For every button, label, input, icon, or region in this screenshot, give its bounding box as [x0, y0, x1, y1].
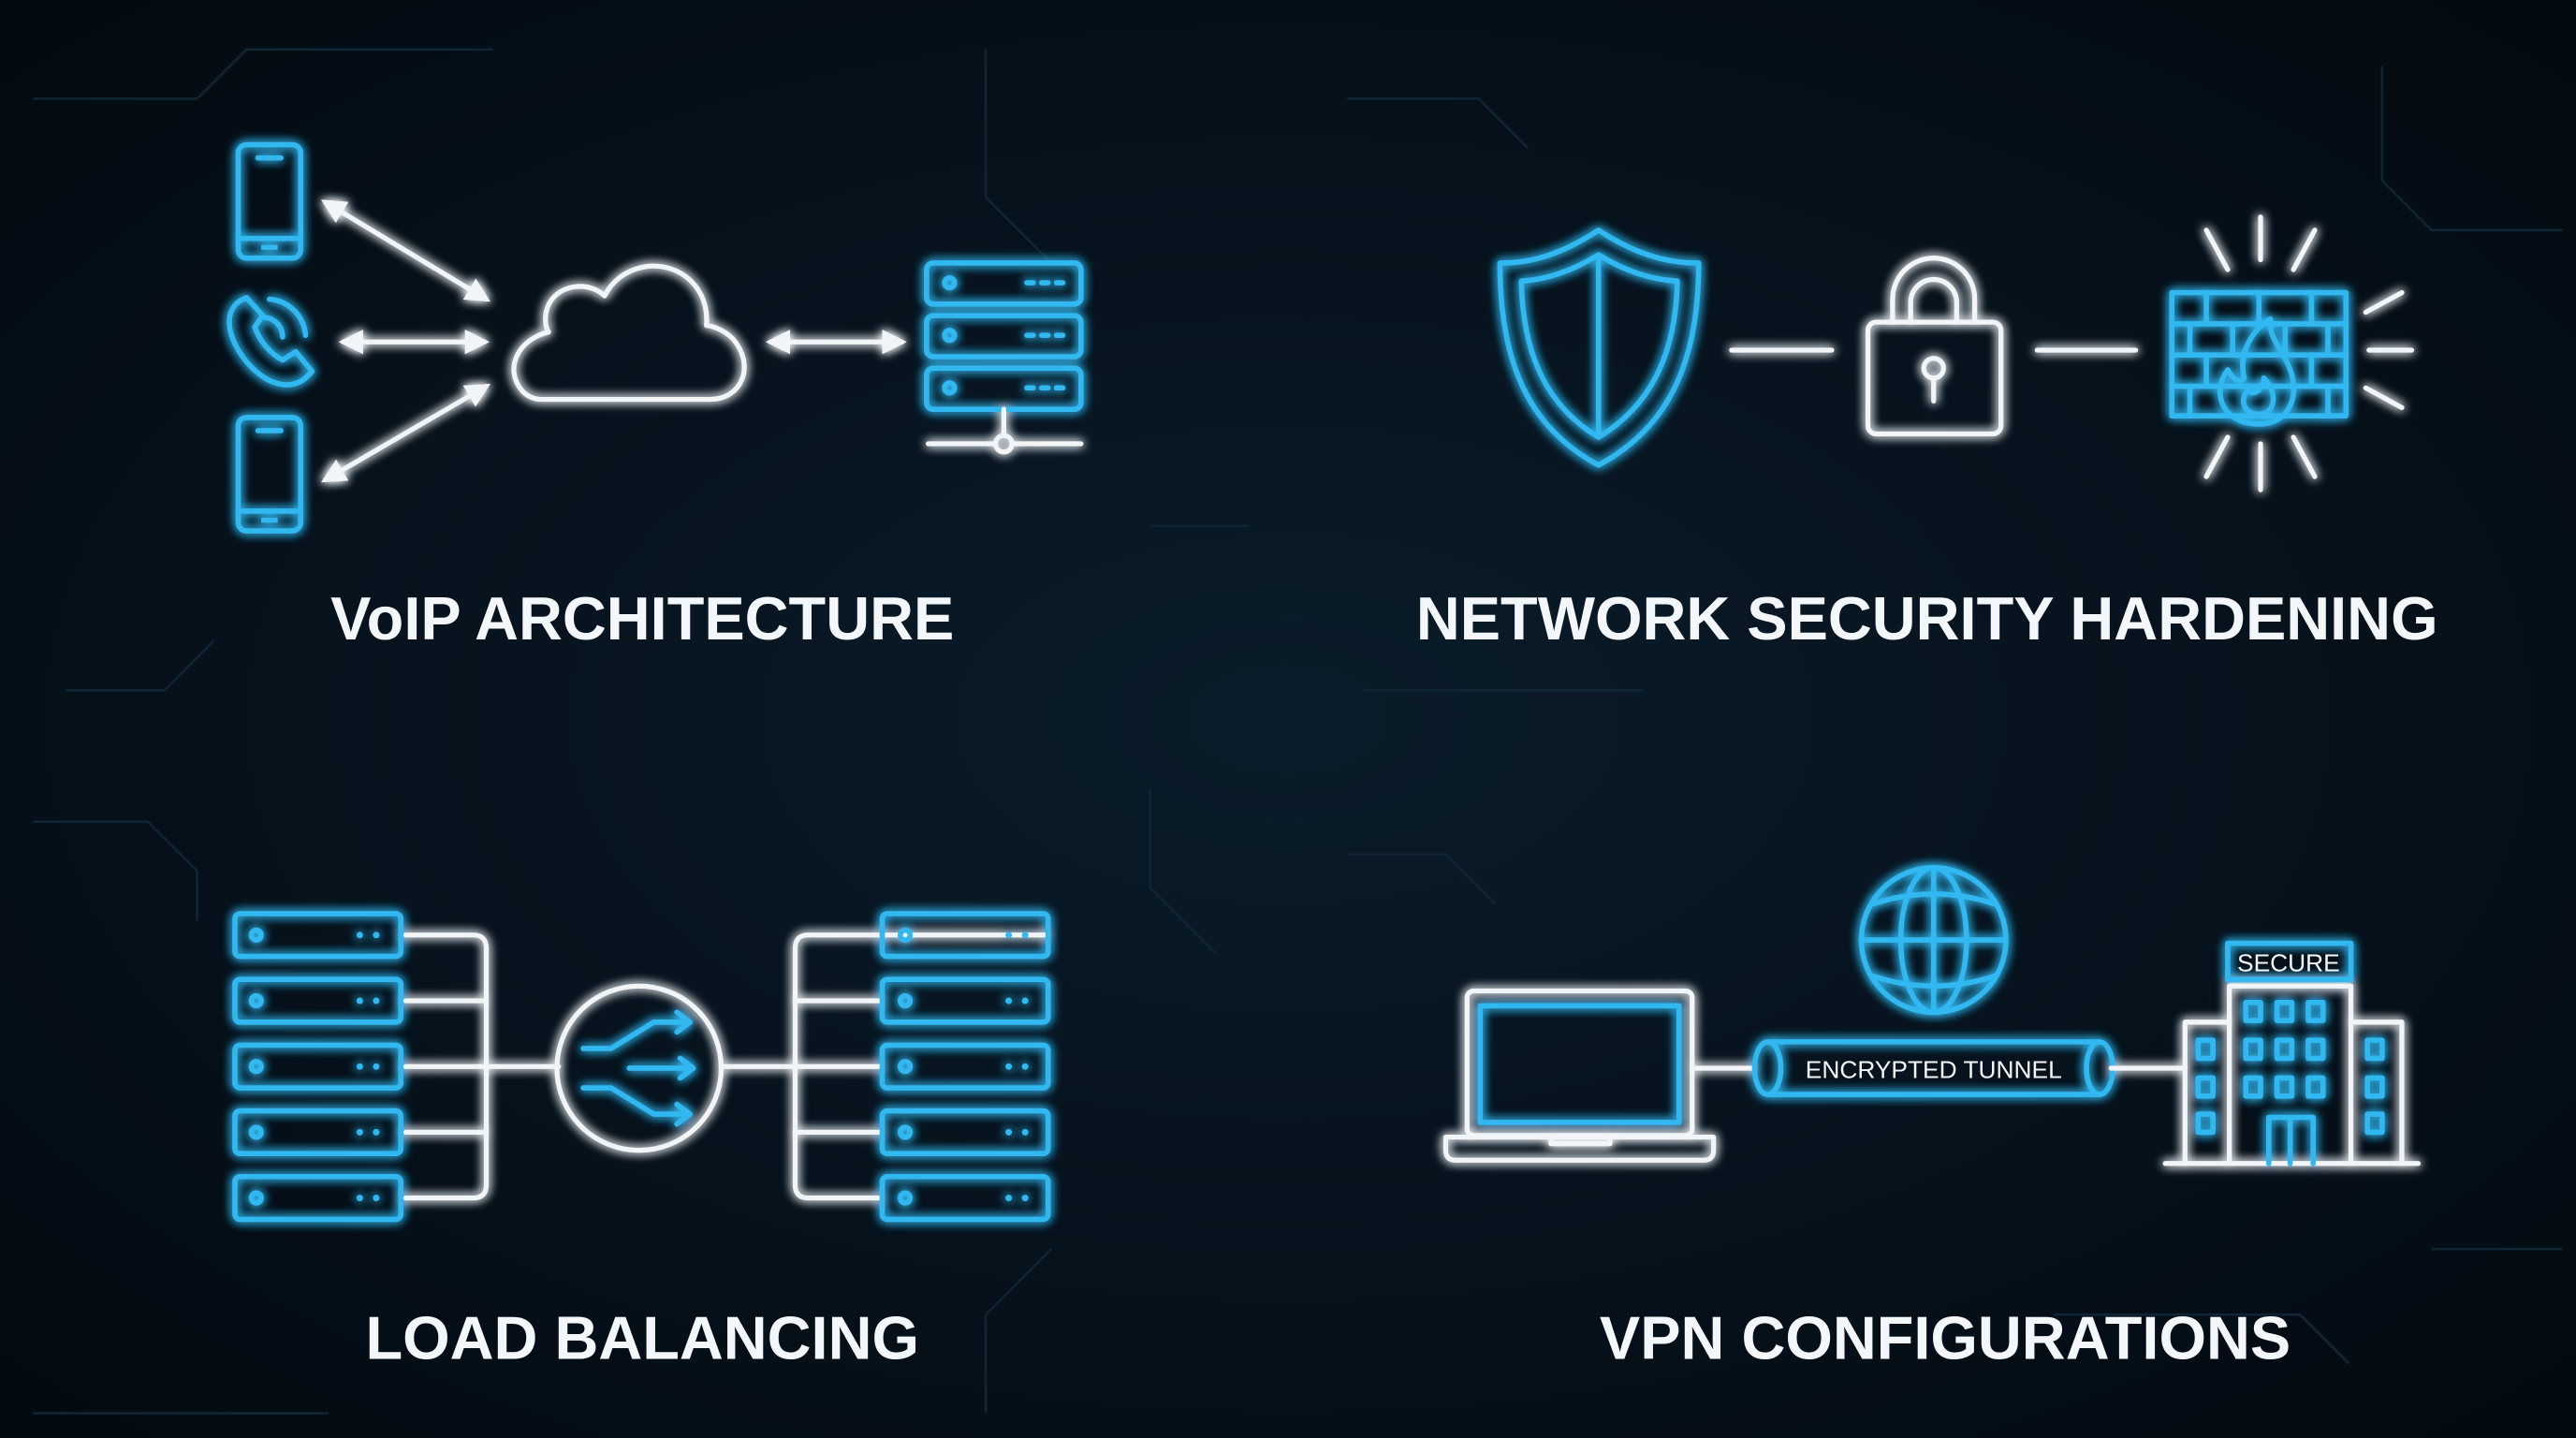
circuit-background	[33, 48, 2563, 1415]
vpn-panel	[1442, 865, 2422, 1167]
server-stack-right-icon	[879, 911, 1051, 1223]
phone-handset-icon	[227, 295, 315, 388]
firewall-icon	[2169, 214, 2415, 492]
bidirectional-arrow-icon	[320, 199, 907, 483]
smartphone-icon	[235, 141, 303, 261]
load-balancing-panel	[232, 911, 1051, 1223]
voip-panel	[227, 141, 1084, 534]
tunnel-label: ENCRYPTED TUNNEL	[1806, 1055, 2062, 1083]
encrypted-tunnel	[1751, 1039, 2115, 1097]
shield-icon	[1497, 227, 1702, 468]
connector-lines	[402, 932, 1047, 1201]
vpn-title: VPN CONFIGURATIONS	[1600, 1304, 2291, 1372]
server-rack-icon	[924, 260, 1084, 455]
voip-title: VoIP ARCHITECTURE	[330, 584, 954, 653]
server-stack-left-icon	[232, 911, 404, 1223]
padlock-icon	[1865, 256, 2004, 437]
security-title: NETWORK SECURITY HARDENING	[1416, 584, 2438, 653]
globe-icon	[1858, 865, 2009, 1016]
load-balancer-icon	[554, 983, 724, 1153]
office-building-icon	[2162, 940, 2422, 1167]
cloud-icon	[511, 263, 747, 403]
load-balancing-title: LOAD BALANCING	[366, 1304, 919, 1372]
laptop-icon	[1442, 988, 1717, 1163]
smartphone-icon	[235, 415, 303, 534]
security-panel	[1497, 214, 2415, 492]
secure-sign-label: SECURE	[2237, 948, 2340, 976]
